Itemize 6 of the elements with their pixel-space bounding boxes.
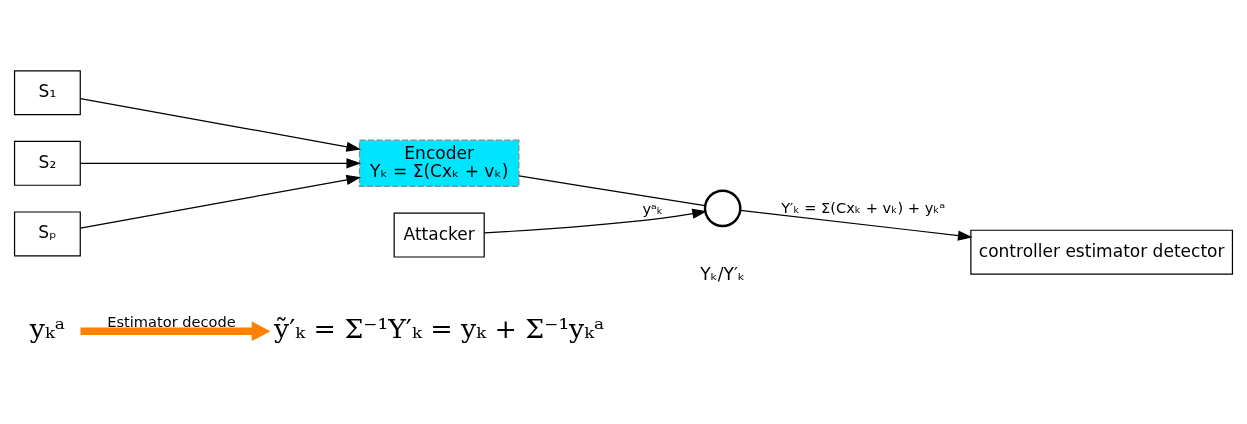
edge-label: yᵃₖ (642, 199, 663, 217)
node-text: ỹ′ₖ = Σ⁻¹Y′ₖ = yₖ + Σ⁻¹yₖᵃ (274, 313, 605, 345)
edge-label: Y′ₖ = Σ(Cxₖ + vₖ) + yₖᵃ (781, 198, 946, 216)
edge-label: Estimator decode (107, 313, 236, 331)
label: Yₖ/Y′ₖ (700, 263, 746, 284)
node-text: yₖᵃ (29, 313, 66, 345)
